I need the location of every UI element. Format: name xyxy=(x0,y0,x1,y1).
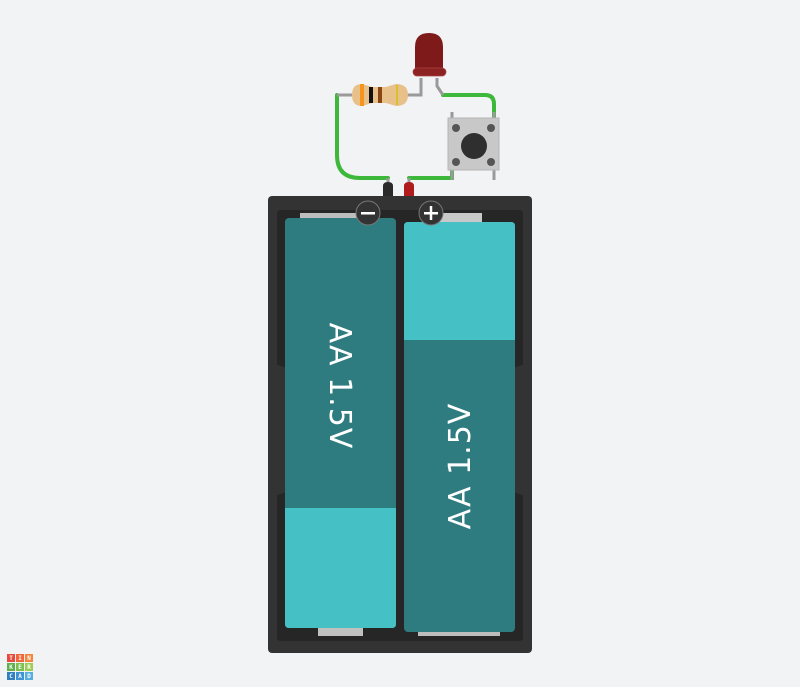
band-1 xyxy=(360,84,364,106)
plus-symbol-icon xyxy=(418,200,444,226)
logo-letter: E xyxy=(16,663,24,671)
logo-letter: T xyxy=(7,654,15,662)
terminal-plus[interactable] xyxy=(404,182,414,196)
battery-2-label: AA 1.5V xyxy=(443,403,478,530)
band-4 xyxy=(396,85,398,105)
minus-symbol-icon xyxy=(355,200,381,226)
component-leads xyxy=(337,78,496,185)
led[interactable] xyxy=(412,33,447,77)
pushbutton-cap[interactable] xyxy=(461,133,487,159)
battery-terminals[interactable] xyxy=(383,182,414,196)
logo-letter: I xyxy=(16,654,24,662)
logo-letter: C xyxy=(7,672,15,680)
battery-1[interactable]: AA 1.5V xyxy=(285,218,396,628)
battery-2[interactable]: AA 1.5V xyxy=(404,222,515,632)
logo-letter: N xyxy=(25,654,33,662)
battery-pack[interactable]: AA 1.5V AA 1.5V xyxy=(268,196,532,653)
wire-resistor-to-battery-minus[interactable] xyxy=(335,93,390,180)
wire-led-to-button[interactable] xyxy=(441,93,496,120)
logo-letter: R xyxy=(25,663,33,671)
band-2 xyxy=(369,87,373,103)
logo-letter: A xyxy=(16,672,24,680)
tinkercad-logo[interactable]: T I N K E R C A D xyxy=(7,654,34,681)
logo-letter: D xyxy=(25,672,33,680)
terminal-minus[interactable] xyxy=(383,182,393,196)
logo-letter: K xyxy=(7,663,15,671)
pushbutton[interactable] xyxy=(447,117,500,171)
wire-button-to-battery-plus[interactable] xyxy=(407,168,454,180)
battery-1-label: AA 1.5V xyxy=(322,323,357,450)
band-3 xyxy=(378,87,382,103)
resistor[interactable] xyxy=(352,84,408,106)
